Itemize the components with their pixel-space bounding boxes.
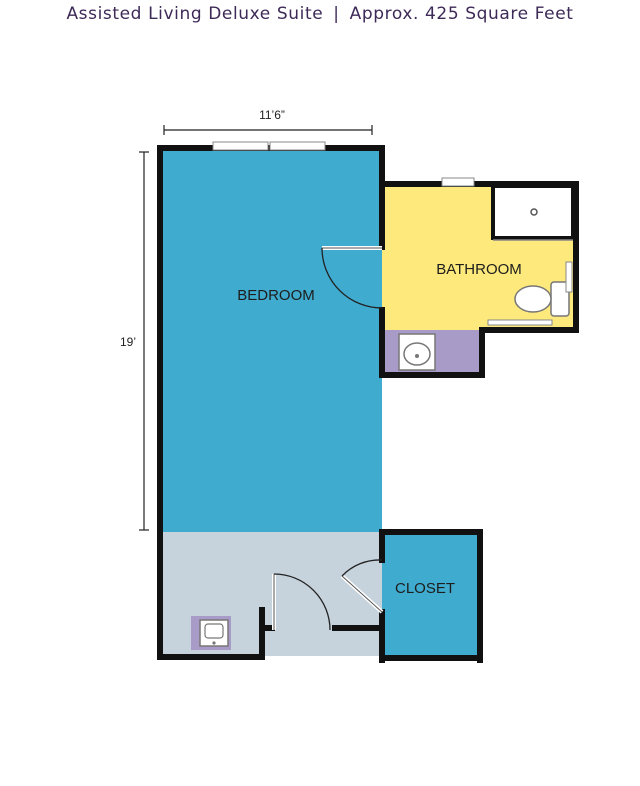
grab-bar-side [565, 261, 573, 293]
page-title: Assisted Living Deluxe Suite | Approx. 425… [0, 4, 640, 24]
bedroom-windows [212, 141, 326, 151]
suite-area: Approx. 425 Square Feet [349, 4, 574, 24]
shower-stall [491, 184, 575, 241]
grab-bar [487, 319, 553, 326]
closet-door [340, 559, 384, 614]
bathroom-label: BATHROOM [436, 261, 522, 278]
closet-label: CLOSET [395, 580, 455, 597]
length-dimension [139, 151, 149, 531]
width-dimension [163, 125, 373, 135]
title-separator: | [333, 4, 340, 24]
bedroom-area [160, 148, 382, 532]
length-dimension-label: 19’ [120, 335, 136, 349]
entry-door [272, 573, 331, 631]
bathroom-window [441, 177, 475, 187]
width-dimension-label: 11’6” [259, 108, 285, 122]
kitchenette-sink-icon [199, 619, 229, 647]
bathroom-sink-icon [398, 333, 436, 371]
toilet-icon [514, 281, 570, 317]
shower-drain-icon [530, 208, 538, 216]
closet-area [382, 532, 480, 658]
suite-name: Assisted Living Deluxe Suite [66, 4, 324, 24]
bathroom-door [321, 246, 383, 309]
bedroom-label: BEDROOM [237, 287, 315, 304]
